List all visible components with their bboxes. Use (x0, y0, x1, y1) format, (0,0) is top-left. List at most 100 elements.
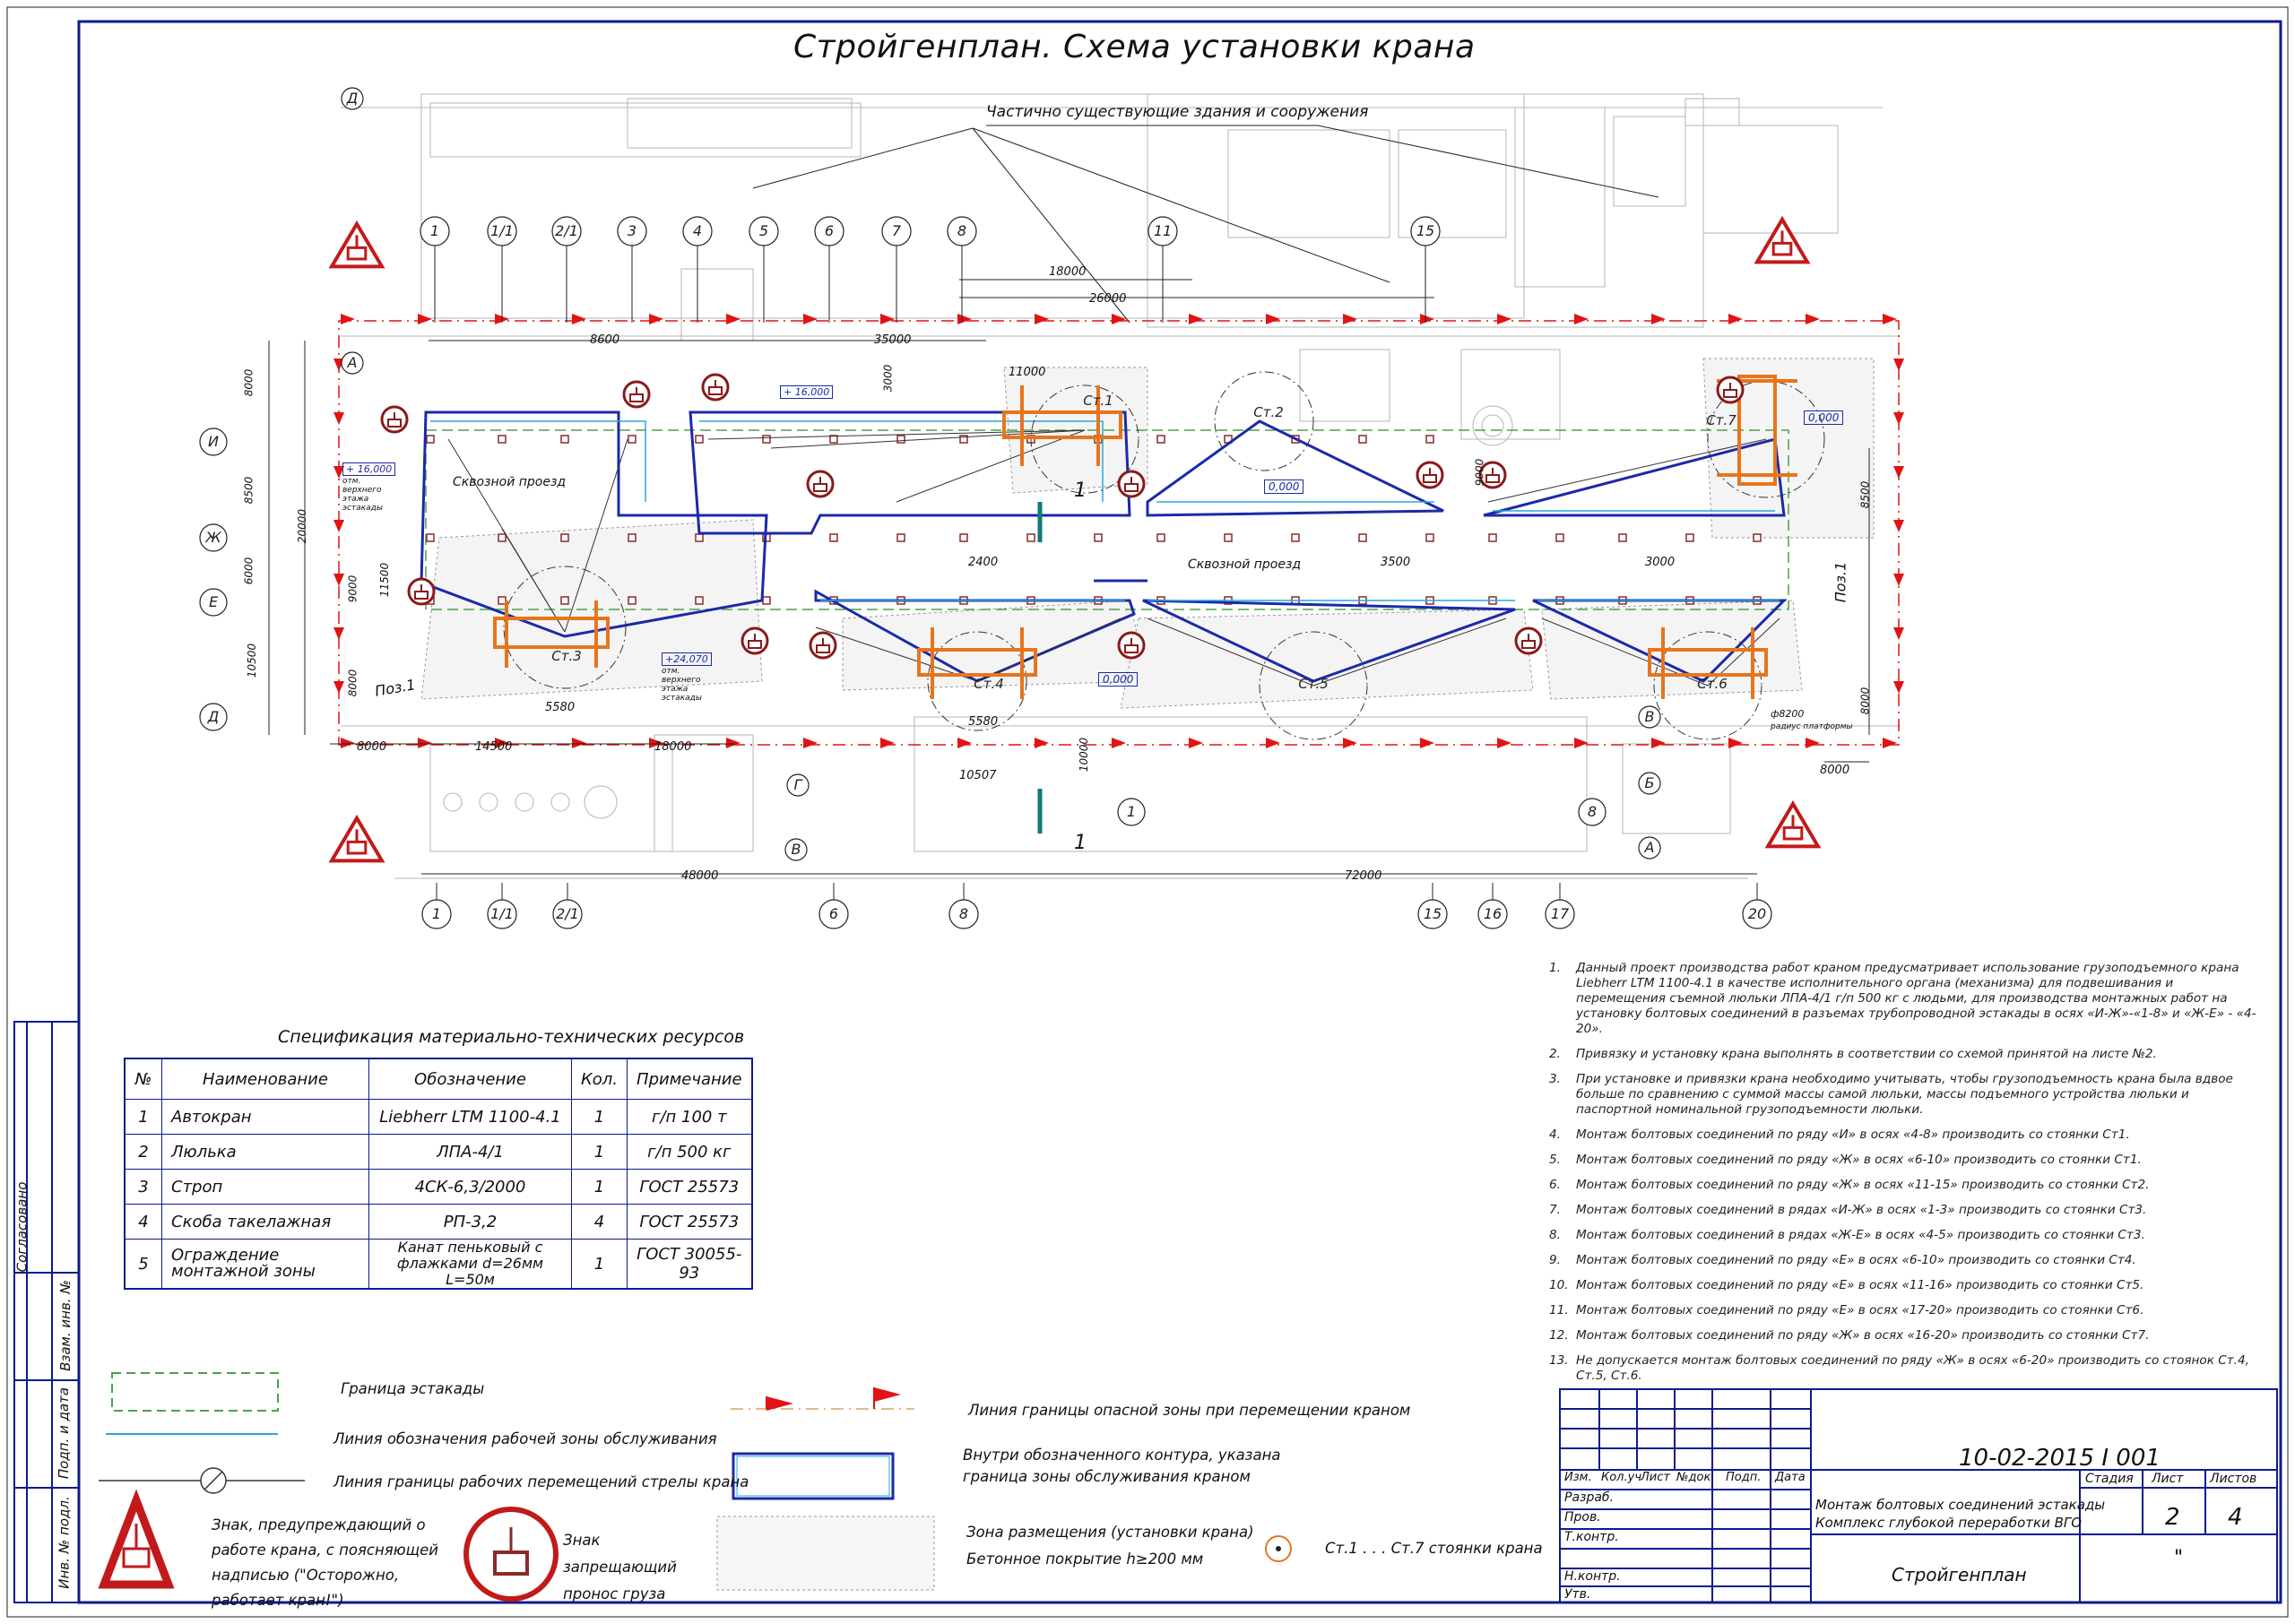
danger-flag (880, 314, 895, 324)
dim-5580-a: 5580 (545, 701, 576, 714)
axis-bubble: 1 (420, 216, 450, 246)
legend-prohibit-sign: Знак запрещающий пронос груза (563, 1532, 677, 1602)
prohibit-sign (701, 373, 730, 402)
spec-cell: 4 (124, 1204, 162, 1240)
note-number: 1. (1549, 961, 1561, 975)
legend-stops: Ст.1 . . . Ст.7 стоянки крана (1325, 1540, 1543, 1557)
note-text: Монтаж болтовых соединений по ряду «Ж» в… (1576, 1178, 2150, 1192)
spec-cell: 1 (570, 1134, 628, 1170)
column-marker (1156, 533, 1165, 542)
dim-8000-v-r: 8000 (1858, 687, 1872, 715)
side-signdate: Подп. и дата (56, 1386, 73, 1480)
axis-bubble: 2/1 (551, 216, 582, 246)
stamp-col-qty: Кол.уч (1601, 1471, 1641, 1484)
axis-bubble: 20 (1742, 899, 1772, 929)
axis-bubble: И (199, 428, 228, 456)
note-text: Монтаж болтовых соединений по ряду «И» в… (1576, 1127, 2130, 1142)
spec-cell: г/п 100 т (627, 1099, 753, 1135)
spec-header-designation: Обозначение (368, 1058, 572, 1100)
danger-flag (333, 520, 344, 532)
stamp-code: 10-02-2015 I 001 (1959, 1445, 2161, 1472)
column-marker (959, 533, 968, 542)
danger-flag (1893, 466, 1904, 479)
stamp-stage: " (2174, 1547, 2184, 1569)
spec-cell: 4СК-6,3/2000 (368, 1169, 572, 1205)
side-stamp (13, 1021, 80, 1603)
legend-warning-sign: Знак, предупреждающий о работе крана, с … (212, 1516, 439, 1609)
danger-flag (1728, 738, 1743, 748)
column-marker (1224, 533, 1233, 542)
crane-stop: Ст.6 (1697, 676, 1728, 692)
prohibit-sign (1478, 461, 1507, 489)
spec-header-row: № Наименование Обозначение Кол. Примечан… (124, 1058, 753, 1100)
danger-flag (1266, 738, 1280, 748)
column-marker (498, 596, 507, 605)
note-item: 10.Монтаж болтовых соединений по ряду «Е… (1549, 1278, 2257, 1293)
stamp-col-doc: №док. (1676, 1471, 1715, 1484)
spec-cell: ЛПА-4/1 (368, 1134, 572, 1170)
danger-flag (572, 314, 586, 324)
note-number: 11. (1549, 1303, 1569, 1317)
spec-header-num: № (124, 1058, 162, 1100)
prohibit-sign (740, 626, 769, 655)
spec-cell: 1 (570, 1239, 628, 1290)
dim-11500-v: 11500 (378, 562, 392, 598)
danger-flag (1112, 738, 1126, 748)
note-number: 2. (1549, 1047, 1561, 1061)
danger-flag (1189, 314, 1203, 324)
stamp-col-sign: Подп. (1726, 1471, 1762, 1484)
dim-72000: 72000 (1345, 869, 1382, 883)
crane-radius-circles (503, 371, 1825, 740)
column-marker (1358, 435, 1367, 444)
stamp-sheet-name: Стройгенплан (1892, 1564, 2027, 1585)
axis-label: 2/1 (555, 222, 578, 239)
danger-flag (1651, 314, 1666, 324)
spec-cell: 5 (124, 1239, 162, 1290)
elevation-1-note: отм. верхнего этажа эстакады (342, 477, 383, 513)
danger-flag (803, 314, 818, 324)
danger-flag (1497, 314, 1511, 324)
axis-bubble: 8 (947, 216, 977, 246)
column-marker (1291, 533, 1300, 542)
column-marker (829, 435, 838, 444)
axis-label: 11 (1154, 222, 1172, 239)
danger-flag (1651, 738, 1666, 748)
section-mark-label-top: 1 (1074, 479, 1087, 502)
column-marker (426, 435, 435, 444)
dim-3500: 3500 (1381, 556, 1411, 569)
crane-stop: Ст.5 (1298, 676, 1329, 692)
elevation-5: 0,000 (1098, 672, 1139, 687)
spec-header-qty: Кол. (570, 1058, 628, 1100)
note-number: 8. (1549, 1228, 1561, 1242)
legend-service-zone: Внутри обозначенного контура, указана гр… (963, 1447, 1281, 1485)
note-number: 9. (1549, 1253, 1561, 1267)
note-text: Монтаж болтовых соединений по ряду «Е» в… (1576, 1278, 2144, 1292)
prohibit-sign (1716, 376, 1745, 404)
prohibit-sign (806, 470, 835, 498)
axis-label: 17 (1551, 905, 1570, 922)
stamp-stage-h: Стадия (2085, 1472, 2134, 1486)
prohibit-sign (622, 380, 651, 409)
axis-bubble: В (1638, 705, 1661, 729)
stamp-col-rev: Изм. (1564, 1471, 1592, 1484)
danger-flag (1893, 574, 1904, 586)
stamp-sheets-h: Листов (2210, 1472, 2257, 1486)
axis-label: 6 (829, 905, 838, 922)
axis-label: 16 (1484, 905, 1502, 922)
crane-stop-label: Ст.2 (1253, 404, 1284, 420)
axis-label: Ж (204, 529, 221, 546)
prohibit-sign (1117, 631, 1146, 660)
axis-label: А (1644, 839, 1655, 856)
existing-buildings-label: Частично существующие здания и сооружени… (986, 103, 1369, 121)
danger-flag (333, 466, 344, 479)
dim-11000: 11000 (1009, 366, 1046, 379)
crane-stop-label: Ст.3 (551, 648, 582, 664)
column-marker (498, 435, 507, 444)
spec-cell: Скоба такелажная (161, 1204, 369, 1240)
dim-3000: 3000 (1645, 556, 1676, 569)
danger-flag (957, 738, 972, 748)
warning-sign (1754, 215, 1811, 264)
column-marker (1488, 533, 1497, 542)
danger-flag (1497, 738, 1511, 748)
column-marker (959, 435, 968, 444)
